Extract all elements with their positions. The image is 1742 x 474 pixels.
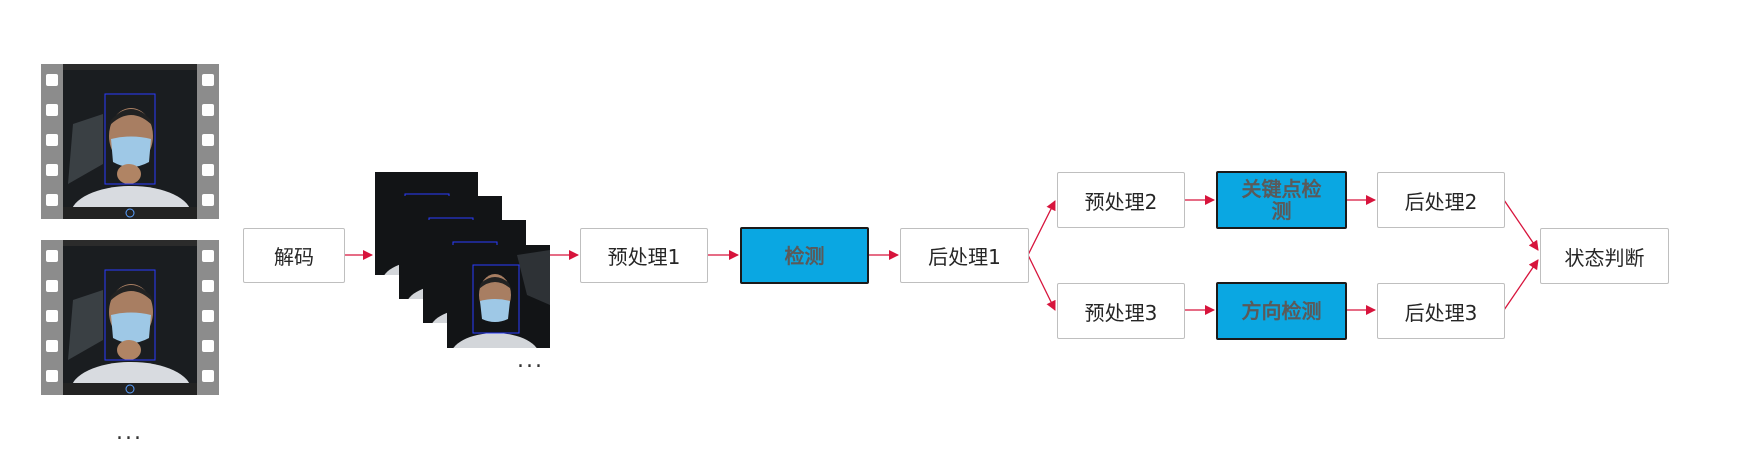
node-detect: 检测 xyxy=(740,227,869,284)
arrow-post1-to-pre2 xyxy=(1027,200,1056,256)
node-decode: 解码 xyxy=(243,228,345,283)
node-preprocess-2-label: 预处理2 xyxy=(1084,189,1158,214)
video-screen xyxy=(63,240,197,395)
node-keypoint-detect-label: 关键点检测 xyxy=(1241,177,1322,223)
node-state-judgment: 状态判断 xyxy=(1540,228,1669,284)
ellipsis-videos: ... xyxy=(116,420,143,445)
ellipsis-frames: ... xyxy=(517,348,544,373)
arrow-post2-to-state xyxy=(1503,199,1539,251)
node-postprocess-2: 后处理2 xyxy=(1377,172,1505,228)
node-postprocess-3: 后处理3 xyxy=(1377,283,1505,339)
stacked-frame xyxy=(447,245,550,348)
node-direction-detect-label: 方向检测 xyxy=(1241,299,1322,323)
node-preprocess-2: 预处理2 xyxy=(1057,172,1185,228)
node-state-judgment-label: 状态判断 xyxy=(1564,245,1645,270)
node-detect-label: 检测 xyxy=(784,243,825,268)
node-preprocess-3: 预处理3 xyxy=(1057,283,1185,339)
node-preprocess-1-label: 预处理1 xyxy=(607,245,681,269)
video-frame-icon xyxy=(41,64,219,219)
arrow-post1-to-pre3 xyxy=(1027,254,1056,311)
face-scene-icon xyxy=(63,64,197,219)
node-direction-detect: 方向检测 xyxy=(1216,282,1347,340)
node-preprocess-3-label: 预处理3 xyxy=(1084,300,1158,325)
node-postprocess-1: 后处理1 xyxy=(900,228,1029,283)
node-preprocess-1: 预处理1 xyxy=(580,228,708,283)
node-postprocess-2-label: 后处理2 xyxy=(1404,189,1478,214)
face-scene-icon xyxy=(63,240,197,395)
node-decode-label: 解码 xyxy=(274,245,314,269)
video-screen xyxy=(63,64,197,219)
video-frame-icon xyxy=(41,240,219,395)
node-keypoint-detect: 关键点检测 xyxy=(1216,171,1347,229)
node-postprocess-1-label: 后处理1 xyxy=(928,245,1001,269)
arrow-post3-to-state xyxy=(1503,259,1539,311)
node-postprocess-3-label: 后处理3 xyxy=(1404,300,1478,325)
